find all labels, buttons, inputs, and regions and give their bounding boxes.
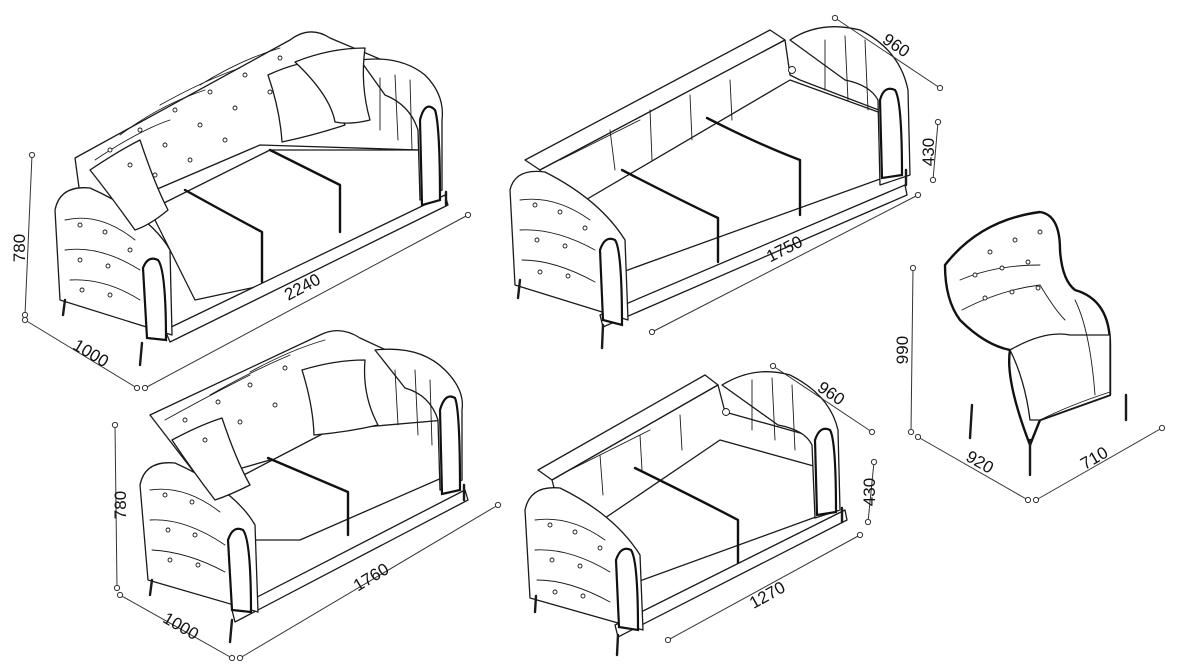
tufting-buttons [77, 55, 283, 298]
sofa-2-seat-depth-label: 1000 [160, 609, 202, 644]
armchair-depth-label: 920 [963, 447, 997, 478]
sofa-2-seat-height-label: 780 [111, 491, 130, 519]
sofa-2-seat-drawing [139, 330, 469, 644]
armchair-height-label: 990 [893, 336, 912, 364]
armchair-width-label: 710 [1077, 443, 1111, 474]
dimension-lines [21, 14, 1166, 662]
sofa-bed-3-seat-height-label: 430 [919, 138, 938, 166]
sofa-bed-2-drawing [524, 371, 848, 657]
sofa-3-seat-depth-label: 1000 [70, 335, 112, 371]
sofa-2-seat-width-label: 1760 [350, 559, 392, 595]
armchair-drawing [943, 210, 1128, 477]
sofa-3-seat-height-label: 780 [10, 234, 29, 262]
sofa-bed-2-seat-height-label: 430 [860, 478, 879, 506]
dimension-endpoints [21, 14, 1166, 662]
sofa-bed-2-width-label: 1270 [746, 578, 788, 613]
sofa-3-seat-drawing [54, 31, 449, 367]
sofa-bed-3-drawing [509, 26, 911, 350]
